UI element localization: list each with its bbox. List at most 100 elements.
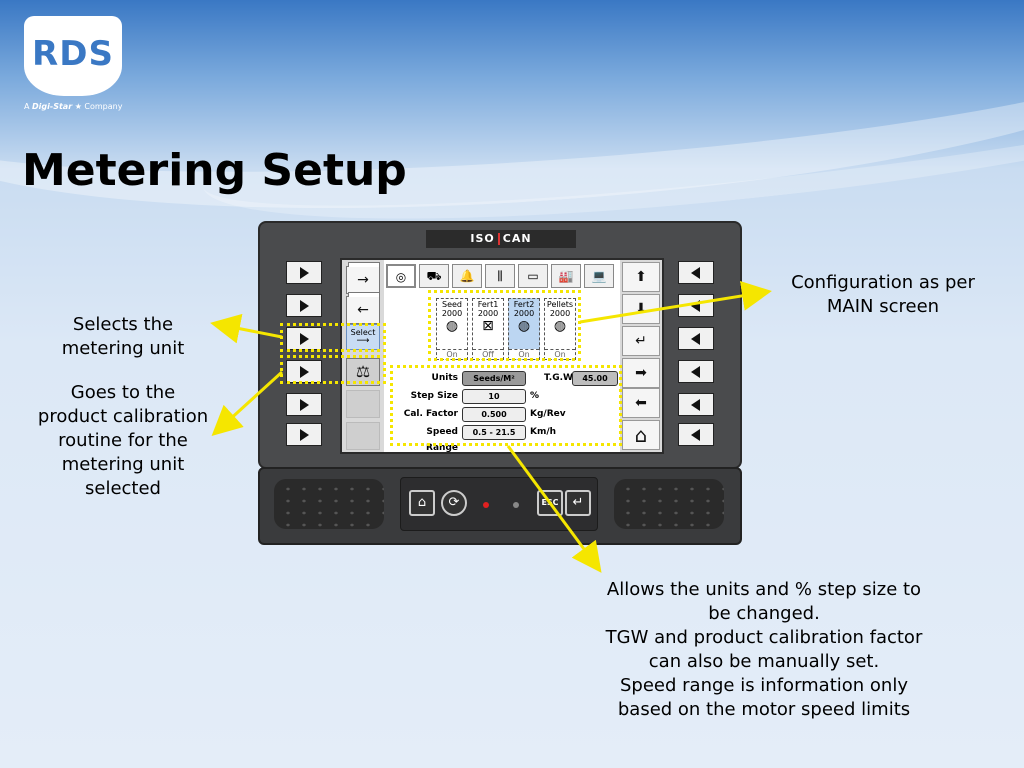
home-icon: ⌂ xyxy=(634,423,648,447)
note-line: can also be manually set. xyxy=(648,651,880,672)
cycle-button[interactable]: ⟳ xyxy=(441,490,467,516)
logo-subtitle: A Digi-Star ★ Company xyxy=(24,102,122,111)
note-line: Speed range is information only xyxy=(620,675,908,696)
speed-label: Speed Range xyxy=(426,427,458,453)
soft-key-right-4[interactable] xyxy=(678,360,714,383)
tab-drill[interactable]: ⛟ xyxy=(419,264,449,288)
speed-unit: Km/h xyxy=(530,427,557,437)
home-button[interactable]: ⌂ xyxy=(409,490,435,516)
logo-sub-brand: Digi-Star xyxy=(32,102,73,111)
left-key[interactable]: ⬅ xyxy=(622,388,660,418)
logo-shield xyxy=(24,16,122,96)
enter-button[interactable]: ↵ xyxy=(565,490,591,516)
tgw-field[interactable]: 45.00 xyxy=(572,371,618,386)
arrow-right-small-icon: ⟶ xyxy=(356,336,370,346)
unit-rate: 2000 xyxy=(477,309,499,318)
tab-computer[interactable]: 💻 xyxy=(584,264,614,288)
arrow-left-icon: ← xyxy=(357,302,369,318)
note-line: MAIN screen xyxy=(826,296,940,317)
unit-state: On xyxy=(545,349,575,359)
highlight-form xyxy=(390,365,622,446)
right-key[interactable]: ➡ xyxy=(622,358,660,388)
note-line: metering unit xyxy=(61,338,185,359)
note-line: be changed. xyxy=(708,603,820,624)
units-label: Units xyxy=(431,373,458,383)
computer-icon: 💻 xyxy=(591,269,607,283)
tab-factory[interactable]: 🏭 xyxy=(551,264,581,288)
drill-icon: ⛟ xyxy=(426,269,442,283)
note-line: based on the motor speed limits xyxy=(617,699,911,720)
tgw-label: T.G.W. xyxy=(544,373,576,383)
soft-key-left-6[interactable] xyxy=(286,423,322,446)
enter-key[interactable]: ↵ xyxy=(622,326,660,356)
scale-icon: ⚖ xyxy=(355,362,371,381)
note-line: Goes to the xyxy=(70,382,176,403)
soft-key-right-6[interactable] xyxy=(678,423,714,446)
tab-display[interactable]: ▭ xyxy=(518,264,548,288)
metering-icon: ◎ xyxy=(395,270,407,284)
step-label: Step Size xyxy=(410,391,458,401)
blank-key-6 xyxy=(346,422,380,450)
status-led-red xyxy=(483,502,489,508)
factory-icon: 🏭 xyxy=(558,269,574,283)
unit-name: Fert1 xyxy=(477,300,499,309)
tab-alarms[interactable]: 🔔 xyxy=(452,264,482,288)
soft-key-left-3-select[interactable] xyxy=(286,327,322,350)
home-icon: ⌂ xyxy=(417,495,427,510)
brand-can: CAN xyxy=(502,232,532,245)
arrow-right-bold-icon: ➡ xyxy=(635,365,647,381)
arrow-config xyxy=(579,281,772,324)
home-key[interactable]: ⌂ xyxy=(622,420,660,450)
brand-iso: ISO xyxy=(470,232,495,245)
status-led-grey xyxy=(513,502,519,508)
unit-state: On xyxy=(509,349,539,359)
arrow-up-icon: ⬆ xyxy=(635,269,647,285)
display-icon: ▭ xyxy=(527,269,539,283)
tab-metering[interactable]: ◎ xyxy=(386,264,416,288)
note-line: metering unit xyxy=(61,454,185,475)
note-line: Allows the units and % step size to xyxy=(606,579,922,600)
rds-logo: RDS xyxy=(24,16,124,98)
tab-tramlines[interactable]: ⫼ xyxy=(485,264,515,288)
unit-rate: 2000 xyxy=(441,309,463,318)
unit-fert2[interactable]: Fert2 2000 ◍ On xyxy=(508,298,540,360)
soft-key-right-3[interactable] xyxy=(678,327,714,350)
cal-unit: Kg/Rev xyxy=(530,409,566,419)
note-units-info: Allows the units and % step size to be c… xyxy=(576,578,952,722)
arrow-select xyxy=(210,313,283,344)
speed-field: 0.5 - 21.5 xyxy=(462,425,526,440)
step-field[interactable]: 10 xyxy=(462,389,526,404)
note-line: routine for the xyxy=(58,430,188,451)
unit-rate: 2000 xyxy=(549,309,571,318)
logo-sub-prefix: A xyxy=(24,102,30,111)
page-title: Metering Setup xyxy=(22,145,407,196)
note-line: Selects the xyxy=(72,314,174,335)
note-line: TGW and product calibration factor xyxy=(605,627,923,648)
soft-key-right-5[interactable] xyxy=(678,393,714,416)
logo-sub-suffix: Company xyxy=(84,102,123,111)
soft-key-right-1[interactable] xyxy=(678,261,714,284)
soft-key-right-2[interactable] xyxy=(678,294,714,317)
disabled-roller-icon: ⊠ xyxy=(482,318,494,334)
cal-label: Cal. Factor xyxy=(403,409,458,419)
units-field[interactable]: Seeds/M² xyxy=(462,371,526,386)
bell-icon: 🔔 xyxy=(459,269,475,283)
soft-key-left-1[interactable] xyxy=(286,261,322,284)
soft-key-left-2[interactable] xyxy=(286,294,322,317)
soft-key-left-5[interactable] xyxy=(286,393,322,416)
right-grip xyxy=(614,479,724,529)
note-line: product calibration xyxy=(37,406,209,427)
arrow-left-bold-icon: ⬅ xyxy=(635,395,647,411)
unit-state: Off xyxy=(473,349,503,359)
unit-state: On xyxy=(437,349,467,359)
cal-field[interactable]: 0.500 xyxy=(462,407,526,422)
enter-icon: ↵ xyxy=(635,333,647,349)
arrow-form xyxy=(506,445,602,573)
unit-rate: 2000 xyxy=(513,309,535,318)
blank-key-5 xyxy=(346,390,380,418)
terminal-lower-panel: ⌂ ⟳ ESC ↵ xyxy=(258,467,742,545)
metering-form: Units Seeds/M² T.G.W. 45.00 Step Size 10… xyxy=(394,368,618,452)
up-key[interactable]: ⬆ xyxy=(622,262,660,292)
roller-icon: ◍ xyxy=(517,318,531,334)
